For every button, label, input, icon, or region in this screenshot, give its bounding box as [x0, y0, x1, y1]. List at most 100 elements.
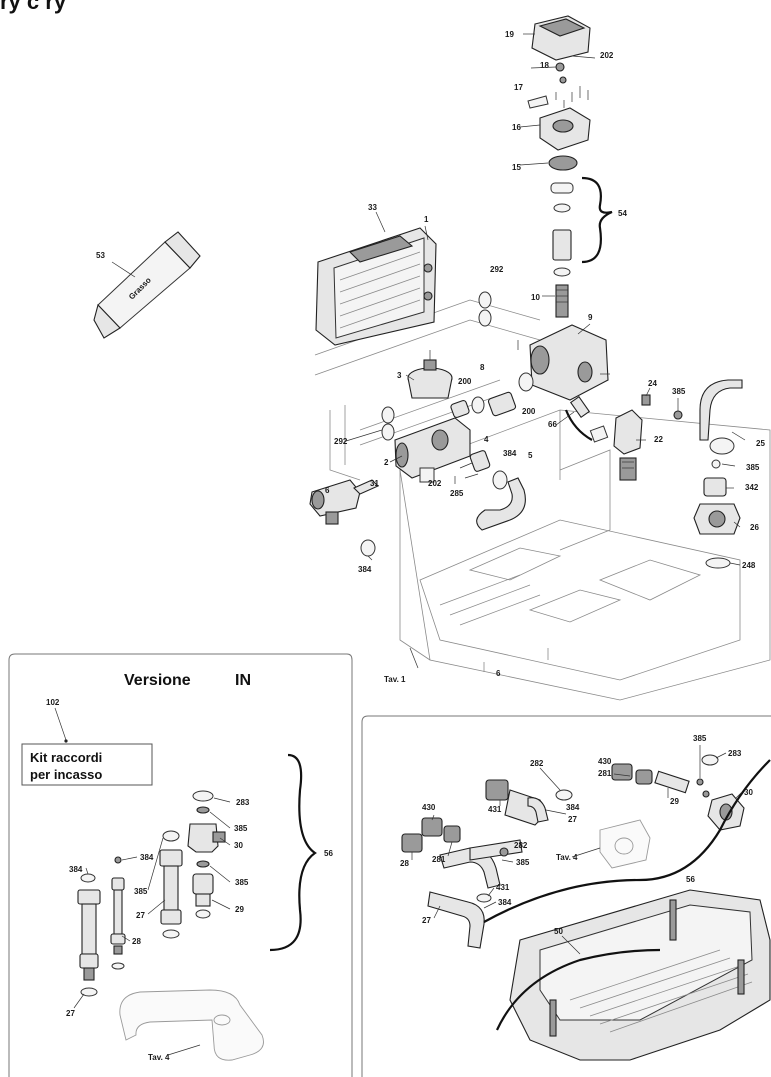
- callout: 384: [358, 565, 372, 574]
- callout: 200: [522, 407, 536, 416]
- callout: 292: [490, 265, 504, 274]
- key-31: [353, 479, 379, 495]
- callout: 385: [234, 824, 248, 833]
- callout: 22: [654, 435, 663, 444]
- coupling-8: [487, 391, 517, 417]
- motor-cover-19: [523, 15, 591, 61]
- valve-body-9: [517, 324, 610, 401]
- callout: Tav. 1: [384, 675, 406, 684]
- panel-title-suffix: IN: [235, 672, 251, 689]
- ring-292c: [381, 406, 395, 424]
- callout: 17: [514, 83, 523, 92]
- callout: 54: [618, 209, 627, 218]
- callout: 9: [588, 313, 593, 322]
- kit-label-line2: per incasso: [30, 767, 102, 782]
- fitting-6: [309, 479, 361, 525]
- panel-title: Versione: [124, 672, 191, 689]
- callout: 16: [512, 123, 521, 132]
- valve-head-3: [407, 350, 453, 399]
- flange-16: [539, 107, 591, 151]
- callout: 384: [566, 803, 580, 812]
- kit-number: 102: [46, 698, 60, 707]
- callout: 29: [235, 905, 244, 914]
- callout: 66: [548, 420, 557, 429]
- manifold-2: [394, 417, 471, 483]
- chassis-frame: [399, 409, 771, 701]
- in-panel-parts: [77, 790, 264, 1061]
- valve-66: [564, 395, 609, 443]
- panel-versione-in: Versione IN 102 Kit raccordi per incasso: [8, 653, 353, 1077]
- callout: 384: [498, 898, 512, 907]
- ring-200a: [471, 396, 485, 414]
- callout: 202: [428, 479, 442, 488]
- main-assembly: Grasso: [93, 15, 771, 701]
- brace-56: [269, 753, 317, 952]
- main-callouts: 19 18 202 17 16 15 54 33 1 53 292 10 9 3…: [96, 30, 765, 684]
- callout: 1: [424, 215, 429, 224]
- gasket-248: [705, 557, 731, 569]
- header-fragment: ry c ry: [0, 0, 67, 14]
- tav-label: Tav. 4: [148, 1053, 170, 1062]
- callout: 385: [516, 858, 530, 867]
- callout: 292: [334, 437, 348, 446]
- ring-200b: [518, 372, 534, 392]
- callout: 3: [397, 371, 402, 380]
- kit-label-line1: Kit raccordi: [30, 750, 102, 765]
- ring-385b: [711, 459, 721, 469]
- callout: 285: [450, 489, 464, 498]
- part-18-ring: [555, 62, 565, 72]
- right-panel-callouts: 283 385 282 430 281 431 384 27 29 30 430…: [400, 734, 753, 936]
- kit-box: [21, 743, 153, 786]
- plug-24: [641, 394, 651, 406]
- right-panel-leaders: [411, 745, 743, 955]
- heat-exchanger-1: [315, 211, 437, 346]
- screws: [544, 86, 589, 108]
- callout: 53: [96, 251, 105, 260]
- callout: 384: [140, 853, 154, 862]
- coupling-7: [450, 399, 470, 419]
- callout: 431: [496, 883, 510, 892]
- callout: 27: [66, 1009, 75, 1018]
- callout: 6: [496, 669, 501, 678]
- callout: 385: [134, 887, 148, 896]
- ring-15: [548, 155, 578, 171]
- callout: 385: [693, 734, 707, 743]
- callout: 248: [742, 561, 756, 570]
- callout: 31: [370, 479, 379, 488]
- callout: 5: [528, 451, 533, 460]
- callout: 430: [598, 757, 612, 766]
- ring-384a: [492, 470, 508, 490]
- callout: 10: [531, 293, 540, 302]
- callout: 18: [540, 61, 549, 70]
- callout: 281: [598, 769, 612, 778]
- callout: 342: [745, 483, 759, 492]
- ring-385a: [673, 410, 683, 420]
- ring-384b: [360, 539, 376, 557]
- main-leaders: [345, 55, 746, 566]
- callout: 430: [422, 803, 436, 812]
- valve-22: [613, 409, 643, 481]
- callout: 200: [458, 377, 472, 386]
- callout: 283: [728, 749, 742, 758]
- in-panel-callouts: 283 385 30 384 385 384 385 27 29 28 56 2…: [66, 798, 333, 1062]
- right-panel-parts: [401, 754, 771, 1061]
- callout: 2: [384, 458, 389, 467]
- callout: 6: [325, 486, 330, 495]
- valve-26: [693, 503, 741, 535]
- callout: 8: [480, 363, 485, 372]
- callout: 384: [503, 449, 517, 458]
- callout: 25: [756, 439, 765, 448]
- callout: 30: [744, 788, 753, 797]
- kit-pointer-dot: [64, 739, 68, 743]
- callout: 56: [686, 875, 695, 884]
- callout: 27: [568, 815, 577, 824]
- grease-tube-53: Grasso: [93, 231, 201, 339]
- pipe-runs: [314, 299, 541, 481]
- callout: 24: [648, 379, 657, 388]
- callout: 4: [484, 435, 489, 444]
- callout: 19: [505, 30, 514, 39]
- spindle-10: [555, 284, 569, 318]
- callout: 27: [422, 916, 431, 925]
- callout: 281: [432, 855, 446, 864]
